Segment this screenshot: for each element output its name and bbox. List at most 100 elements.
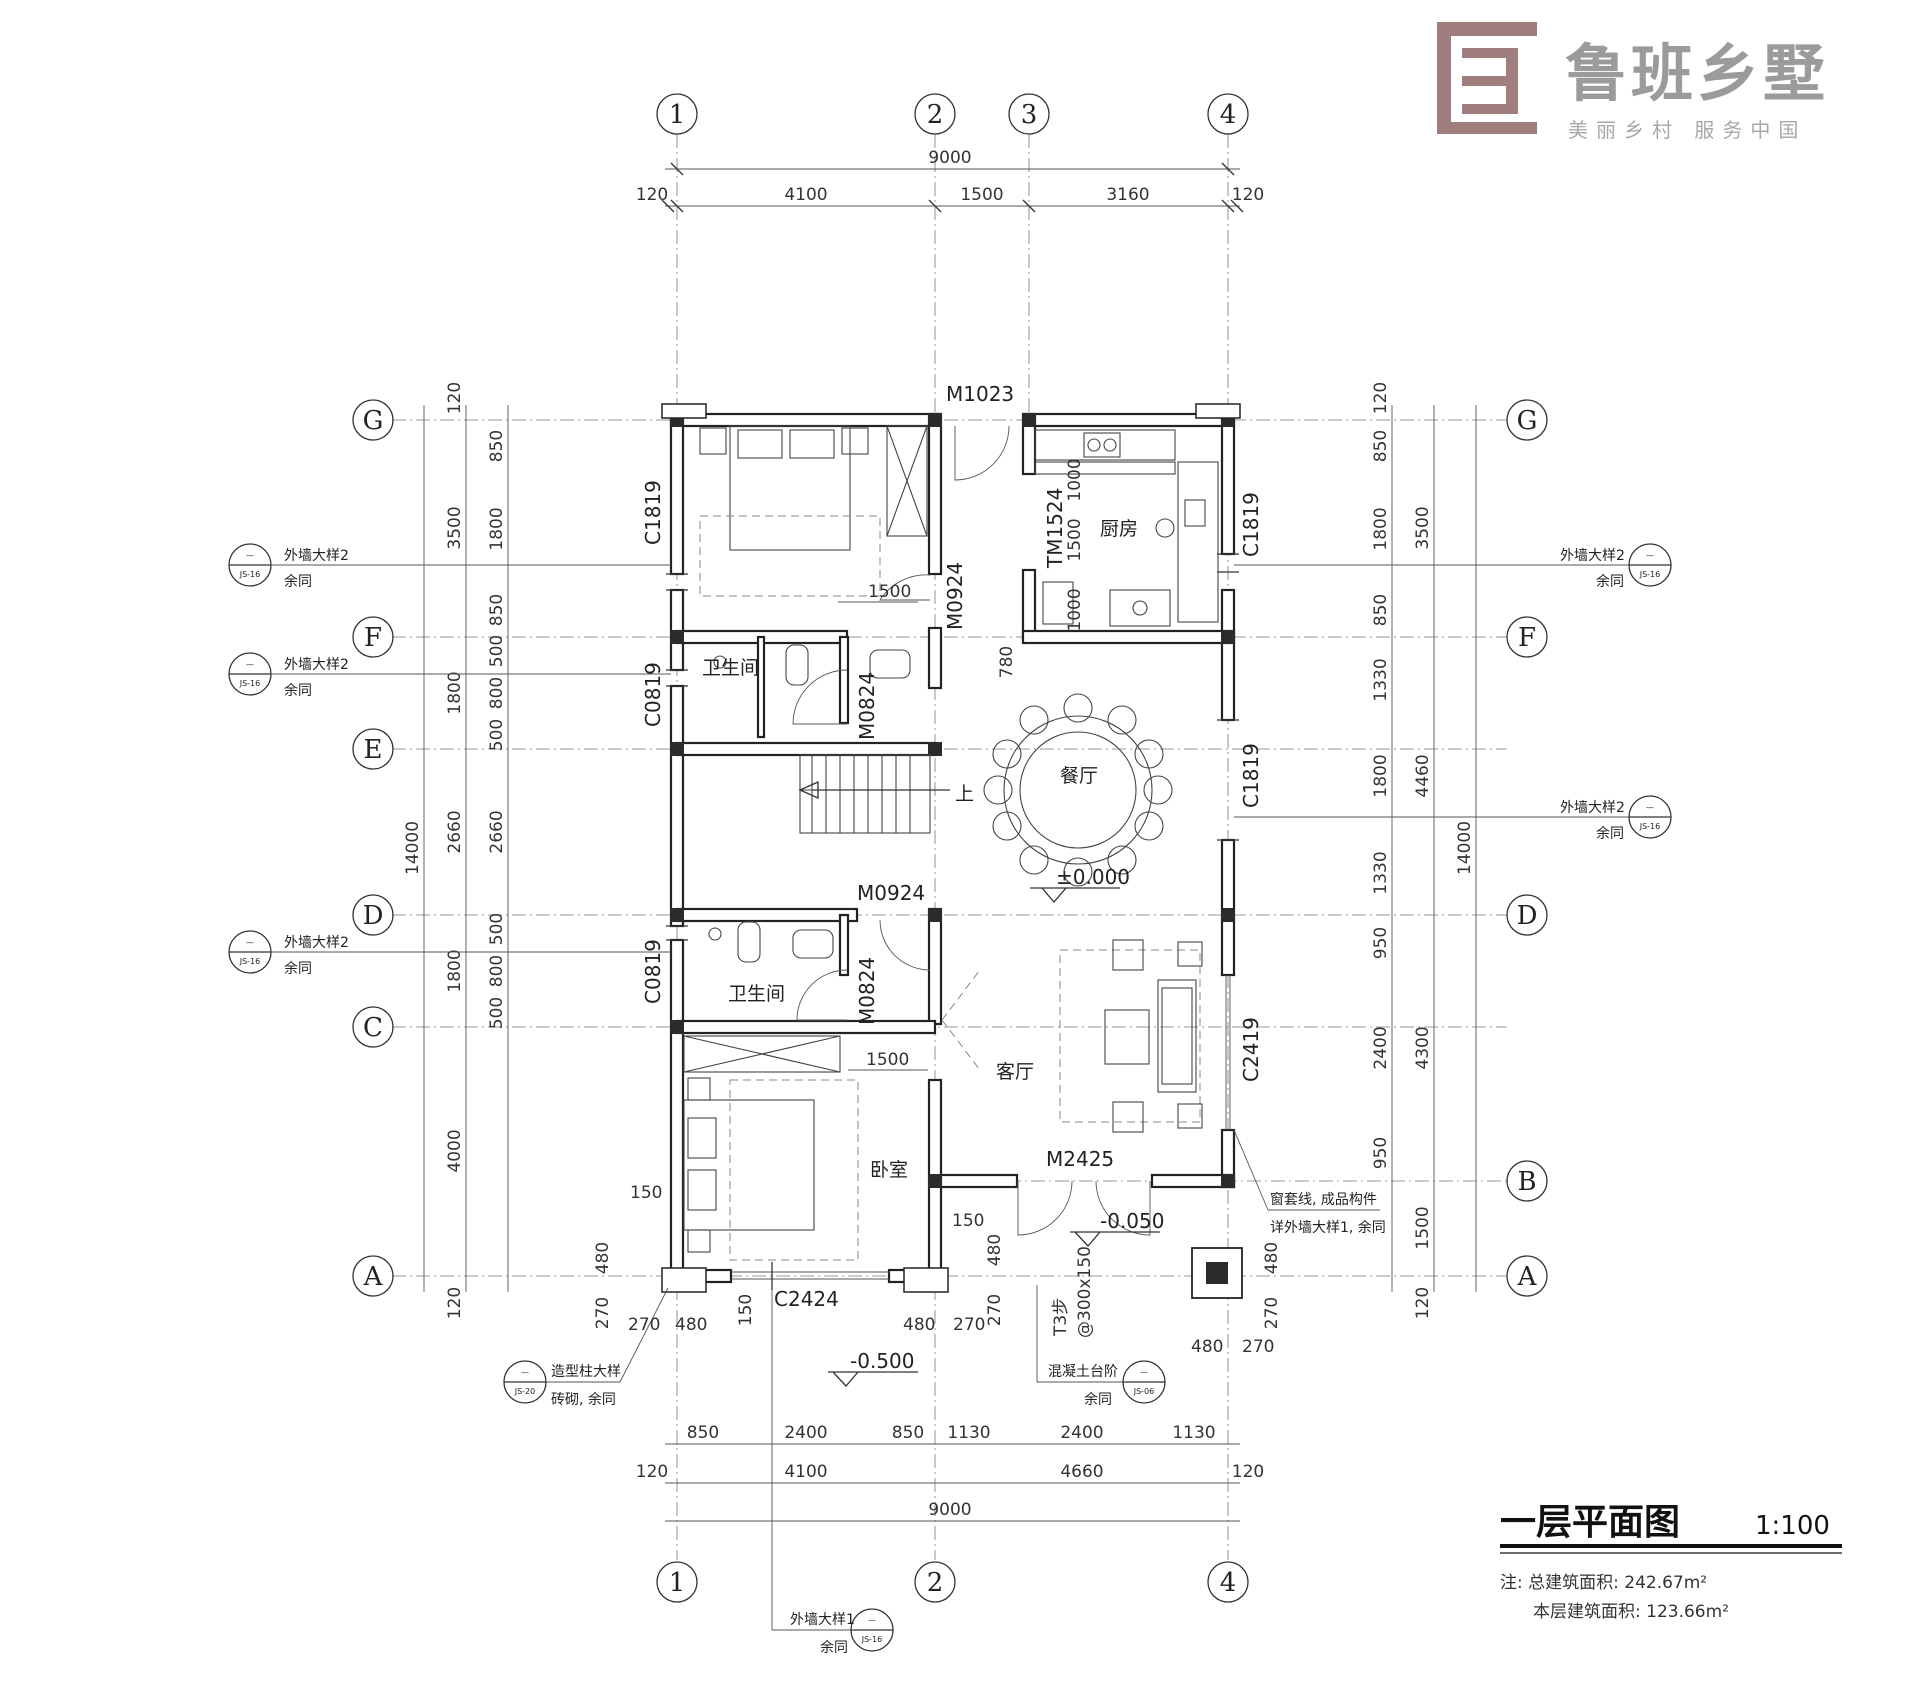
dim-misc-150-left: 150 [630,1183,662,1203]
dim-misc-480-d: 480 [985,1234,1005,1266]
kitchen-dim-1000-top: 1000 [1065,458,1085,501]
axis-label-g-left: G [363,406,384,436]
dim-right-3500: 3500 [1413,506,1433,549]
code-c2419: C2419 [1239,1017,1263,1082]
axis-label-d-right: D [1517,901,1538,931]
dim-right-1330b: 1330 [1371,851,1391,894]
logo-slogan: 美丽乡村 服务中国 [1568,118,1806,142]
axis-label-a-right: A [1517,1262,1538,1292]
code-c2424: C2424 [774,1287,839,1311]
left-dimensions: 14000 3500 1800 2660 1800 4000 120 120 8… [403,382,613,1329]
callout-right-2-ref: JS-16 [1639,822,1661,831]
room-living: 客厅 [996,1061,1034,1083]
code-m0824-upper: M0824 [855,672,879,740]
area-note-total: 注: 总建筑面积: 242.67m² [1500,1573,1707,1593]
code-m2425: M2425 [1046,1147,1114,1171]
area-note-floor: 本层建筑面积: 123.66m² [1533,1602,1729,1622]
callout-left-2-title: 外墙大样2 [284,657,349,673]
code-m0824-lower: M0824 [855,957,879,1025]
code-m1023: M1023 [946,382,1014,406]
callout-right-1-title: 外墙大样2 [1560,548,1625,564]
dim-misc-270-b: 270 [953,1315,985,1335]
callout-left-3-ref: JS-16 [239,957,261,966]
callout-left-3-dash: — [246,938,254,947]
callout-left-3-same: 余同 [284,960,312,977]
dim-left-120-bottom: 120 [445,1287,465,1319]
windows [666,553,1239,1290]
window-trim-line2: 详外墙大样1, 余同 [1270,1219,1386,1236]
level-markers: ±0.000 -0.050 -0.500 [828,865,1164,1387]
window-trim-line1: 窗套线, 成品构件 [1270,1191,1377,1208]
callout-wall1-ref: JS-16 [861,1635,883,1644]
dim-right-4460: 4460 [1413,754,1433,797]
axis-label-4-bottom: 4 [1220,1568,1237,1598]
dim-left-480: 480 [593,1242,613,1274]
callout-wall1-dash: — [868,1616,876,1625]
steps-size: @300x150 [1075,1246,1095,1338]
dim-right-950b: 950 [1371,1137,1391,1169]
dim-bottom-1130b: 1130 [1172,1423,1215,1443]
dim-bottom-4100: 4100 [784,1462,827,1482]
level-entry: -0.050 [1100,1209,1164,1233]
callout-left-2-same: 余同 [284,682,312,699]
callout-left-3-title: 外墙大样2 [284,935,349,951]
room-wc-upper: 卫生间 [702,657,759,679]
dim-bottom-total: 9000 [928,1500,971,1520]
dim-misc-480-c: 480 [1191,1337,1223,1357]
top-dimensions: 9000 120 4100 1500 3160 120 [636,148,1264,213]
logo-mark-icon [1437,22,1537,134]
axis-label-f-left: F [364,623,382,653]
stairs: 上 [798,754,974,834]
callouts: — JS-16 外墙大样2 余同 — JS-16 外墙大样2 余同 — JS-1… [228,543,1672,1656]
bottom-dimensions: 850 2400 850 1130 2400 1130 120 4100 466… [636,1423,1264,1522]
dim-misc-270-a: 270 [628,1315,660,1335]
room-wc-lower: 卫生间 [728,983,785,1005]
axis-label-g-right: G [1517,406,1538,436]
axis-label-1-top: 1 [669,100,686,130]
callout-right-1-same: 余同 [1596,573,1624,590]
callout-left-3: — JS-16 外墙大样2 余同 [228,930,671,977]
dim-left-800a: 800 [487,677,507,709]
axis-label-e-left: E [364,735,383,765]
callout-right-1-ref: JS-16 [1639,570,1661,579]
dim-left-2660b: 2660 [487,810,507,853]
axis-label-c-left: C [363,1013,383,1043]
dim-top-4100: 4100 [784,185,827,205]
room-bedroom: 卧室 [870,1159,908,1181]
dim-top-120-right: 120 [1232,185,1264,205]
dim-left-850b: 850 [487,594,507,626]
dim-right-4300: 4300 [1413,1026,1433,1069]
dim-bottom-120-right: 120 [1232,1462,1264,1482]
callout-step-dash: — [1140,1368,1148,1377]
walls [669,412,1236,1284]
dim-right-480: 480 [1262,1242,1282,1274]
callout-right-2-dash: — [1646,803,1654,812]
dim-right-1500: 1500 [1413,1206,1433,1249]
title-block: 一层平面图 1:100 注: 总建筑面积: 242.67m² 本层建筑面积: 1… [1500,1502,1842,1622]
axis-label-a-left: A [363,1262,384,1292]
dim-right-total: 14000 [1455,821,1475,875]
dim-top-1500: 1500 [960,185,1003,205]
code-m0924-lower: M0924 [857,881,925,905]
dim-bottom-120-left: 120 [636,1462,668,1482]
dim-right-850a: 850 [1371,430,1391,462]
axis-label-b-right: B [1517,1167,1536,1197]
dim-right-850b: 850 [1371,594,1391,626]
dim-left-120-top: 120 [445,382,465,414]
callout-right-2: — JS-16 外墙大样2 余同 [1234,795,1672,842]
dim-top-120-left: 120 [636,185,668,205]
callout-right-2-title: 外墙大样2 [1560,800,1625,816]
axis-label-2-top: 2 [927,100,944,130]
dim-left-1800a: 1800 [445,671,465,714]
concrete-step-line1: 混凝土台阶 [1048,1364,1118,1380]
axis-label-4-top: 4 [1220,100,1237,130]
kitchen-dim-1000-bottom: 1000 [1065,588,1085,631]
opening-codes: M1023 C1819 C1819 C1819 TM1524 1000 1500… [641,382,1263,1311]
dim-bottom-2400b: 2400 [1060,1423,1103,1443]
room-dining: 餐厅 [1060,765,1098,787]
dim-left-850a: 850 [487,430,507,462]
room-labels: 厨房 卫生间 餐厅 卫生间 客厅 卧室 [702,518,1138,1181]
callout-right-2-same: 余同 [1596,825,1624,842]
axis-label-d-left: D [363,901,384,931]
